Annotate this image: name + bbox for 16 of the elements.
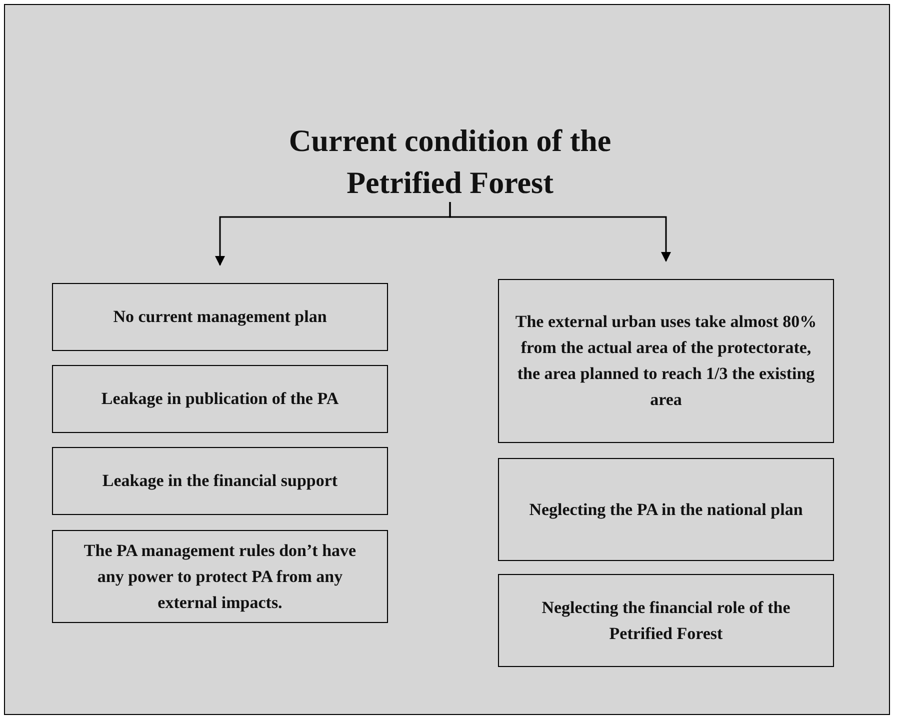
box-text: Neglecting the financial role of the Petrified Forest	[540, 596, 792, 644]
box-text: No current management plan	[113, 306, 327, 328]
text-box	[52, 283, 388, 351]
heading: Current condition of the Petrified Forest	[288, 122, 612, 202]
box-text: Leakage in the financial support	[102, 470, 338, 492]
text-box	[52, 365, 388, 433]
text-box	[498, 279, 834, 443]
text-box	[498, 458, 834, 561]
box-text: The PA management rules don’t have any power to protect PA from any external impacts.	[82, 540, 358, 614]
box-text: Neglecting the PA in the national plan	[529, 498, 803, 521]
text-box	[52, 530, 388, 623]
box-text: The external urban uses take almost 80% from the actual area of the protectorate, the area planned to reach 1/3 the existing area	[515, 311, 817, 411]
text-box	[498, 574, 834, 667]
box-text: Leakage in publication of the PA	[101, 388, 339, 410]
arrow	[449, 202, 671, 262]
text-box	[52, 447, 388, 515]
